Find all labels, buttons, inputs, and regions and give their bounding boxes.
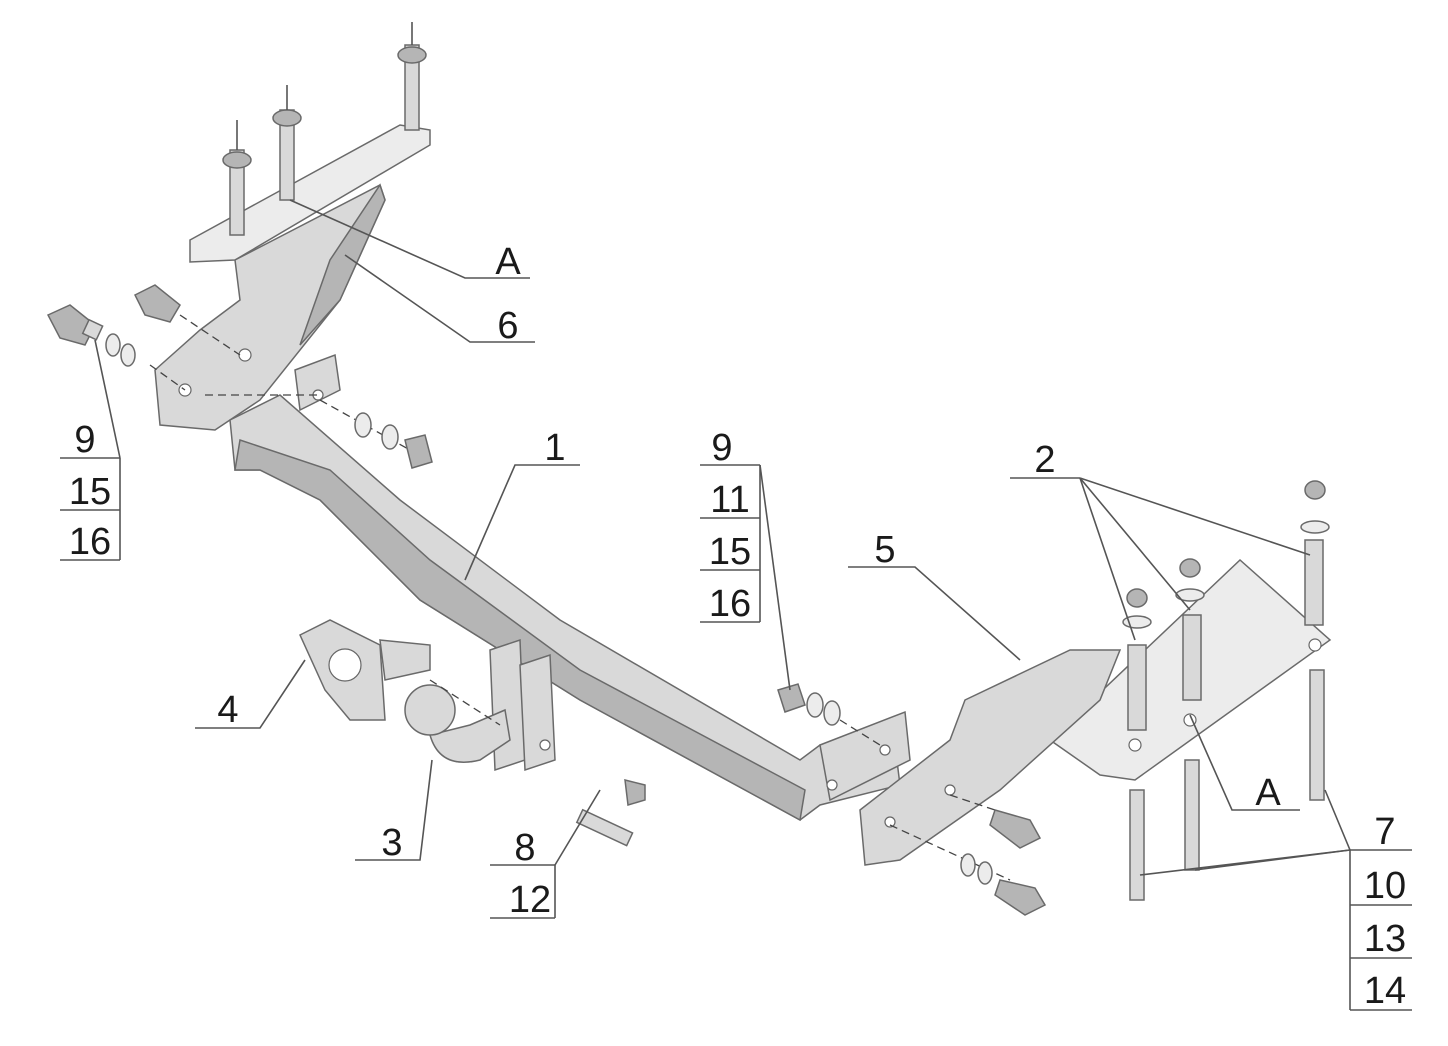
left-bolts <box>46 284 241 391</box>
left-bracket-part-6 <box>154 124 431 431</box>
label-A-right: A <box>1255 772 1281 814</box>
label-part-8: 8 <box>514 827 535 869</box>
label-part-5: 5 <box>874 529 895 571</box>
socket-plate-part-4 <box>299 619 501 726</box>
bolt-part-8 <box>575 779 646 847</box>
main-beam-part-1 <box>205 353 911 822</box>
label-part-3: 3 <box>381 822 402 864</box>
tow-ball-part-3 <box>404 638 556 772</box>
label-part-1: 1 <box>544 427 565 469</box>
label-part-6: 6 <box>497 305 518 347</box>
label-right-13: 13 <box>1364 918 1406 960</box>
right-spacers-and-bolts <box>1122 480 1330 901</box>
label-mid-9: 9 <box>711 427 732 469</box>
studs-top <box>222 22 427 236</box>
label-left-16: 16 <box>69 521 111 563</box>
label-part-2: 2 <box>1034 439 1055 481</box>
label-mid-11: 11 <box>710 479 749 521</box>
label-mid-15: 15 <box>709 531 751 573</box>
label-right-14: 14 <box>1364 970 1406 1012</box>
label-right-10: 10 <box>1364 865 1406 907</box>
label-left-9: 9 <box>74 419 95 461</box>
callouts <box>60 199 1412 1011</box>
label-right-7: 7 <box>1374 811 1395 853</box>
label-left-15: 15 <box>69 471 111 513</box>
label-A-top: A <box>495 241 521 283</box>
label-part-12: 12 <box>509 879 551 921</box>
middle-nut-washers <box>777 683 881 746</box>
label-part-4: 4 <box>217 689 238 731</box>
label-mid-16: 16 <box>709 583 751 625</box>
